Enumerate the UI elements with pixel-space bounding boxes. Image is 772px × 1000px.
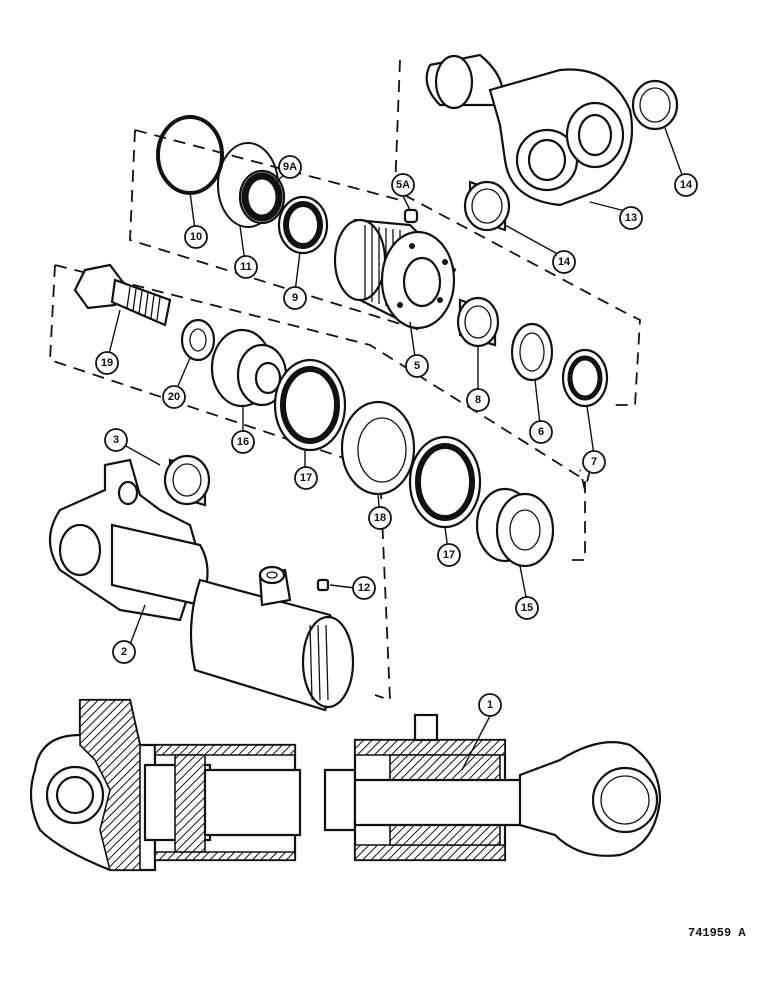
svg-text:13: 13 (625, 212, 637, 224)
callout-10: 10 (184, 225, 208, 249)
callout-16: 16 (231, 430, 255, 454)
callout-5A: 5A (391, 173, 415, 197)
svg-text:1: 1 (487, 699, 493, 711)
bushing-part-3 (163, 454, 211, 507)
svg-text:3: 3 (113, 434, 119, 446)
svg-text:12: 12 (358, 582, 370, 594)
wear-ring-part-18 (340, 400, 416, 496)
piston-seal-part-17-lower (408, 435, 482, 529)
rod-end-group-outline (394, 59, 641, 406)
leader-lines (107, 127, 686, 771)
svg-text:10: 10 (190, 231, 202, 243)
callout-15: 15 (515, 596, 539, 620)
piston-seal-part-17-upper (273, 358, 347, 452)
rod-seal-part-9 (277, 195, 329, 255)
callout-3: 3 (104, 428, 128, 452)
o-ring-part-10 (156, 115, 224, 195)
gland-part-5 (333, 218, 457, 330)
svg-text:20: 20 (168, 391, 180, 403)
callout-18: 18 (368, 506, 392, 530)
callout-20: 20 (162, 385, 186, 409)
svg-text:15: 15 (521, 602, 533, 614)
callout-9A: 9A (278, 155, 302, 179)
svg-text:17: 17 (443, 549, 455, 561)
wiper-seal-part-9A (238, 169, 286, 225)
svg-text:9: 9 (292, 292, 298, 304)
seal-part-7 (561, 348, 609, 408)
svg-text:5A: 5A (396, 179, 410, 191)
callout-12: 12 (352, 576, 376, 600)
callout-17-upper: 17 (294, 466, 318, 490)
document-number: 741959 A (688, 926, 746, 940)
bushing-part-8 (456, 296, 500, 348)
callout-1: 1 (478, 693, 502, 717)
callout-14-right: 14 (674, 173, 698, 197)
svg-text:7: 7 (591, 456, 597, 468)
svg-text:17: 17 (300, 472, 312, 484)
ring-part-6 (510, 322, 554, 382)
piston-nut-part-15 (475, 487, 555, 568)
svg-text:19: 19 (101, 357, 113, 369)
callout-8: 8 (466, 388, 490, 412)
callout-11: 11 (234, 255, 258, 279)
svg-text:6: 6 (538, 426, 544, 438)
fitting-part-12 (316, 578, 330, 592)
bolt-part-19 (73, 263, 172, 327)
svg-text:16: 16 (237, 436, 249, 448)
svg-text:18: 18 (374, 512, 386, 524)
barrel-part-2 (49, 458, 355, 712)
assembled-cylinder-section (29, 698, 662, 872)
callout-19: 19 (95, 351, 119, 375)
setscrew-part-5A (403, 208, 419, 224)
callout-6: 6 (529, 420, 553, 444)
callout-5: 5 (405, 354, 429, 378)
svg-text:11: 11 (240, 261, 252, 273)
callout-14-lower: 14 (552, 250, 576, 274)
callout-7: 7 (582, 450, 606, 474)
svg-text:9A: 9A (283, 161, 297, 173)
svg-text:14: 14 (680, 179, 693, 191)
callout-13: 13 (619, 206, 643, 230)
rod-eye-part-13 (425, 53, 634, 207)
svg-text:5: 5 (414, 360, 420, 372)
callout-9: 9 (283, 286, 307, 310)
callout-2: 2 (112, 640, 136, 664)
bushing-part-14-lower (463, 180, 511, 232)
piston-part-16 (210, 328, 288, 408)
callout-17-lower: 17 (437, 543, 461, 567)
svg-text:14: 14 (558, 256, 571, 268)
washer-part-20 (180, 318, 216, 362)
svg-text:2: 2 (121, 646, 127, 658)
bushing-part-14-right (631, 79, 679, 131)
svg-text:8: 8 (475, 394, 481, 406)
